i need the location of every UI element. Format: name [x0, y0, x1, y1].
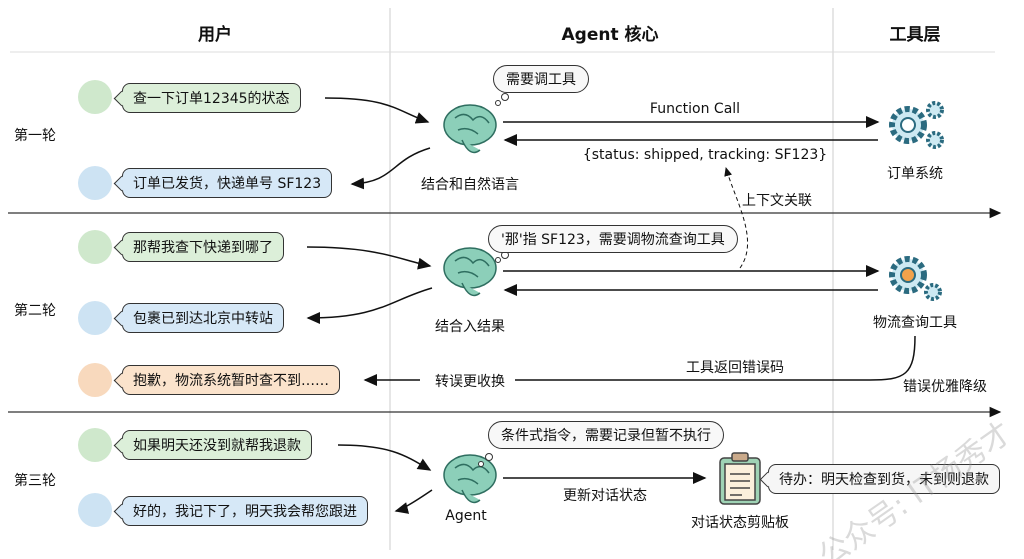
- header-user: 用户: [198, 25, 232, 45]
- round-label: 第一轮: [14, 128, 56, 144]
- agent-reply: 包裹已到达北京中转站: [122, 303, 284, 333]
- arrow-user-to-agent: [324, 97, 430, 124]
- arrow-agent-to-user: [306, 287, 433, 324]
- user-message: 那帮我查下快递到哪了: [122, 232, 284, 262]
- function-call-label: Function Call: [649, 101, 741, 117]
- gear-icon: [889, 101, 944, 149]
- user-avatar: [78, 428, 112, 462]
- brain-label: 结合入结果: [435, 319, 505, 335]
- agent-avatar: [78, 493, 112, 527]
- wrench-gear-icon: [889, 256, 942, 301]
- error-return-label: 工具返回错误码: [686, 360, 784, 376]
- brain-label: 结合和自然语言: [421, 177, 519, 193]
- brain-icon: [443, 247, 497, 297]
- arrow-error-return: [515, 335, 916, 381]
- user-message: 如果明天还没到就帮我退款: [122, 430, 312, 460]
- agent-avatar: [78, 363, 112, 397]
- user-avatar: [78, 230, 112, 264]
- arrow-user-to-agent: [306, 246, 432, 270]
- thought-bubble: '那'指 SF123，需要调物流查询工具: [488, 225, 738, 253]
- clipboard-icon: [719, 452, 761, 505]
- error-reply: 抱歉，物流系统暂时查不到……: [122, 365, 340, 395]
- round-label: 第三轮: [14, 473, 56, 489]
- error-convert-label: 转误更收换: [435, 374, 505, 390]
- update-state-label: 更新对话状态: [563, 488, 647, 504]
- arrow-user-to-agent: [337, 444, 432, 471]
- tool-label: 订单系统: [887, 166, 943, 182]
- user-message: 查一下订单12345的状态: [122, 83, 301, 113]
- arrow-agent-to-user: [394, 489, 433, 514]
- result-label: {status: shipped, tracking: SF123}: [582, 147, 828, 163]
- tool-label: 物流查询工具: [873, 315, 957, 331]
- context-label: 上下文关联: [742, 193, 812, 209]
- todo-note: 待办：明天检查到货，未到则退款: [768, 464, 1000, 494]
- brain-icon: [443, 104, 497, 154]
- brain-label: Agent: [445, 508, 487, 524]
- header-agent: Agent 核心: [561, 25, 659, 45]
- header-tools: 工具层: [889, 25, 941, 45]
- thought-bubble: 需要调工具: [493, 65, 589, 93]
- thought-bubble: 条件式指令，需要记录但暂不执行: [488, 421, 724, 449]
- arrow-agent-to-user: [350, 147, 431, 190]
- agent-avatar: [78, 166, 112, 200]
- agent-reply: 订单已发货，快递单号 SF123: [122, 168, 333, 198]
- user-avatar: [78, 80, 112, 114]
- error-degrade-label: 错误优雅降级: [903, 379, 987, 395]
- clipboard-label: 对话状态剪贴板: [691, 515, 789, 531]
- brain-icon: [443, 454, 497, 504]
- round-label: 第二轮: [14, 303, 56, 319]
- agent-reply: 好的，我记下了，明天我会帮您跟进: [122, 496, 368, 526]
- agent-avatar: [78, 301, 112, 335]
- context-link-arrow: [724, 167, 749, 269]
